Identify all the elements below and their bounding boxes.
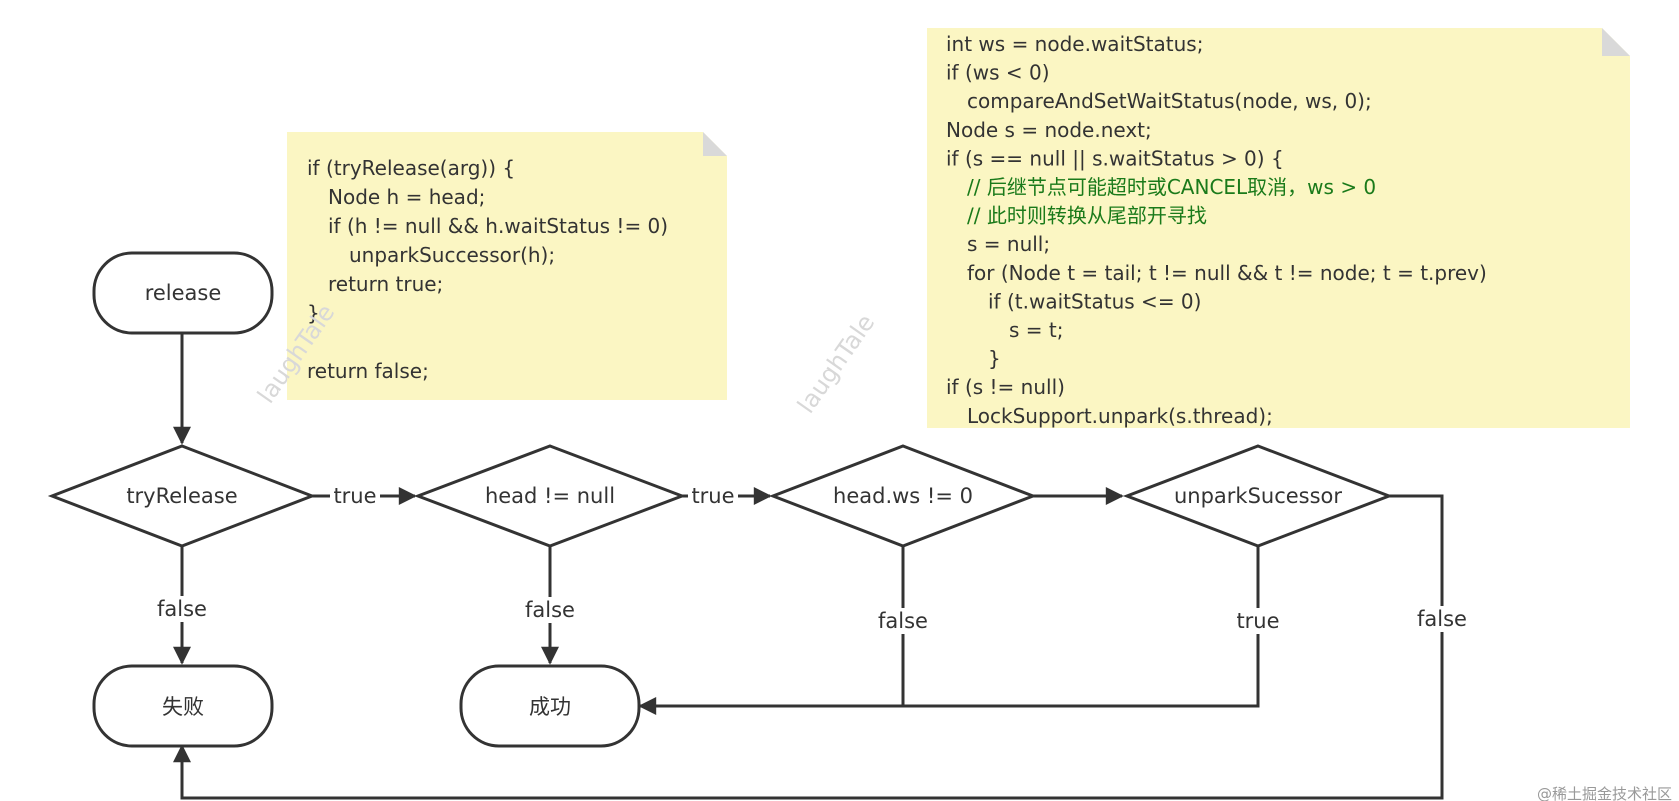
footer-watermark: @稀土掘金技术社区 [1537,785,1672,801]
edge-label-unpark-true: true [1236,609,1279,633]
code-line: s = null; [967,232,1050,256]
code-line: int ws = node.waitStatus; [946,32,1203,56]
edge-unpark-false [173,494,1444,800]
code-line: unparkSuccessor(h); [349,243,555,267]
node-unpark [1122,444,1394,548]
node-success [459,664,641,748]
code-line: if (s == null || s.waitStatus > 0) { [946,146,1284,170]
code-line: if (t.waitStatus <= 0) [988,289,1201,313]
edge-label-headws-false: false [878,609,928,633]
edge-label-headnotnull-false: false [525,598,575,622]
edge-headws-false [638,546,905,715]
code-line: // 此时则转换从尾部开寻找 [967,204,1207,228]
note-unpark: int ws = node.waitStatus; if (ws < 0) comp… [927,28,1630,428]
code-line: if (h != null && h.waitStatus != 0) [328,214,668,238]
edge-label-tryrelease-true: true [333,484,376,508]
code-line: compareAndSetWaitStatus(node, ws, 0); [967,89,1372,113]
code-line: for (Node t = tail; t != null && t != no… [967,261,1487,285]
watermark: laughTale [792,309,880,418]
code-line: } [307,301,320,325]
code-line: Node h = head; [328,185,485,209]
node-label-release: release [145,281,222,305]
code-line: s = t; [1009,318,1063,342]
code-line: return false; [307,359,429,383]
node-label-headws: head.ws != 0 [833,484,973,508]
note-release: if (tryRelease(arg)) { Node h = head; if (… [287,132,727,400]
code-line: if (s != null) [946,375,1065,399]
code-line: Node s = node.next; [946,118,1152,142]
node-label-success: 成功 [529,695,571,719]
code-line: // 后继节点可能超时或CANCEL取消，ws > 0 [967,175,1376,199]
code-line: if (ws < 0) [946,61,1050,85]
node-label-headnotnull: head != null [485,484,615,508]
node-labels: release tryRelease head != null head.ws … [126,281,1342,719]
code-line: return true; [328,272,443,296]
node-label-tryrelease: tryRelease [126,484,237,508]
node-label-fail: 失败 [162,695,204,719]
node-fail [92,664,274,748]
note-unpark-code: int ws = node.waitStatus; if (ws < 0) comp… [946,32,1487,428]
edge-label-headnotnull-true: true [691,484,734,508]
edge-unpark-true [903,546,1260,708]
edge-label-unpark-false: false [1417,607,1467,631]
node-tryrelease [47,444,317,548]
edge-labels: true true false false false true false [155,484,1471,634]
note-release-code: if (tryRelease(arg)) { Node h = head; if (… [307,156,668,383]
node-label-unpark: unparkSucessor [1174,484,1342,508]
code-line: } [988,347,1001,371]
code-line: LockSupport.unpark(s.thread); [967,404,1273,428]
nodes [47,251,1394,748]
edge-label-tryrelease-false: false [157,597,207,621]
code-line: if (tryRelease(arg)) { [307,156,515,180]
node-headnotnull [413,444,687,548]
node-headws [768,444,1038,548]
node-release [92,251,274,335]
